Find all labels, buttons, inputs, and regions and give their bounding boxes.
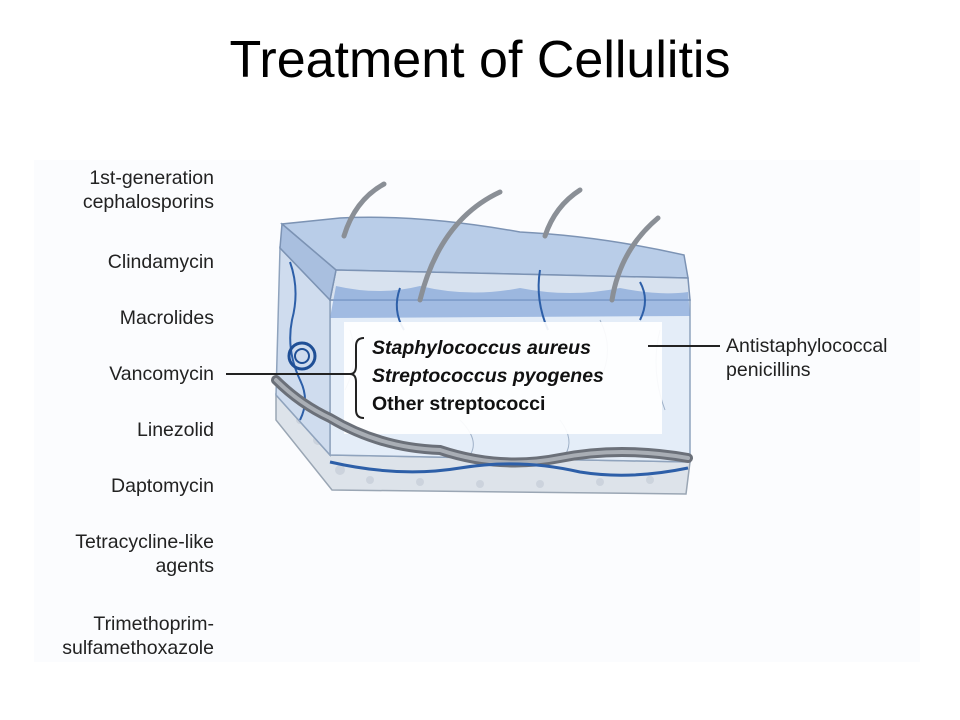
drug-label-daptomycin: Daptomycin: [111, 475, 214, 497]
drug-label-macrolides: Macrolides: [119, 307, 214, 329]
organism-staph-aureus: Staphylococcus aureus: [372, 337, 591, 359]
organism-strep-pyogenes: Streptococcus pyogenes: [372, 365, 604, 387]
glomus-coil: [287, 341, 317, 371]
hair-4: [609, 215, 661, 303]
epidermis-top: [280, 216, 689, 279]
blue-deep-vessel: [329, 460, 689, 477]
drug-label-vancomycin: Vancomycin: [109, 363, 214, 385]
drug-label-linezolid: Linezolid: [137, 419, 214, 441]
drug-label-tmp-smx: Trimethoprim-sulfamethoxazole: [62, 613, 214, 659]
organism-other-strep: Other streptococci: [372, 393, 546, 415]
organism-label-box: [344, 322, 662, 434]
hair-1: [341, 181, 387, 239]
hair-2: [417, 189, 503, 303]
slide-title: Treatment of Cellulitis: [229, 31, 731, 89]
hair-3: [542, 187, 583, 239]
epidermis-side: [279, 222, 337, 302]
drug-label-clindamycin: Clindamycin: [107, 251, 214, 273]
